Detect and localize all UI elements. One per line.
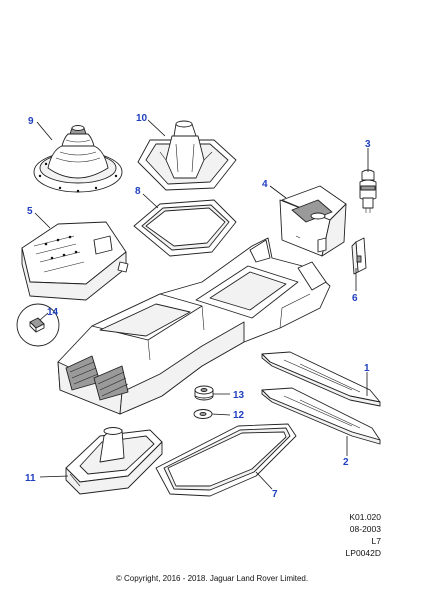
part-12-washer xyxy=(193,409,213,419)
callout-13: 13 xyxy=(233,390,245,401)
part-1-mat xyxy=(261,351,381,407)
callout-14: 14 xyxy=(47,307,59,318)
reference-block: K01.020 08-2003 L7 LP0042D xyxy=(346,511,381,559)
callout-11: 11 xyxy=(25,473,36,484)
part-4-stowage-box xyxy=(279,185,347,257)
reference-code: K01.020 xyxy=(349,512,381,522)
part-10-gaiter-square xyxy=(137,120,237,191)
part-11-tray xyxy=(65,427,163,495)
callout-10: 10 xyxy=(136,113,148,124)
centre-console xyxy=(57,237,331,415)
part-14-detail-clip xyxy=(16,303,60,347)
callout-9: 9 xyxy=(28,116,34,127)
part-5-selector-panel xyxy=(21,221,129,301)
callout-labels: 9 10 3 4 8 5 6 14 1 13 12 2 11 7 xyxy=(25,113,371,500)
part-6-clip xyxy=(351,237,367,275)
part-9-gaiter xyxy=(33,125,123,193)
part-3-switch xyxy=(359,169,377,213)
callout-12: 12 xyxy=(233,410,245,421)
callout-8: 8 xyxy=(135,186,141,197)
part-8-seal-frame xyxy=(133,199,237,257)
part-13-nut xyxy=(194,385,214,401)
callout-2: 2 xyxy=(343,457,349,468)
callout-6: 6 xyxy=(352,293,358,304)
reference-level: L7 xyxy=(371,536,381,546)
callout-7: 7 xyxy=(272,489,278,500)
callout-3: 3 xyxy=(365,139,371,150)
part-2-mat xyxy=(261,387,381,445)
reference-date: 08-2003 xyxy=(349,524,381,534)
part-7-gasket xyxy=(155,423,297,497)
leader-lines xyxy=(34,119,369,490)
copyright-notice: © Copyright, 2016 - 2018. Jaguar Land Ro… xyxy=(115,574,309,583)
callout-5: 5 xyxy=(27,206,33,217)
reference-drawing-id: LP0042D xyxy=(345,548,381,558)
callout-1: 1 xyxy=(364,363,370,374)
callout-4: 4 xyxy=(262,179,268,190)
